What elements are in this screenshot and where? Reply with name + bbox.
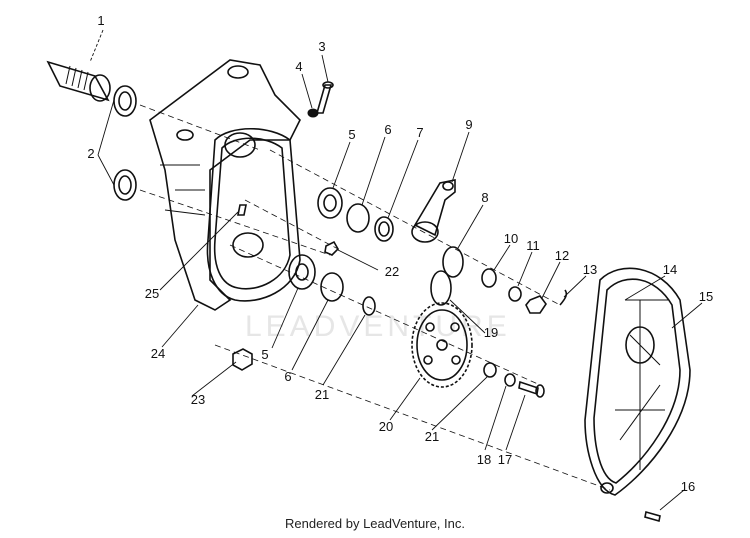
callout-2: 2 [87,146,94,161]
sprocket-part [430,246,464,306]
callout-15: 15 [699,289,713,304]
callout-1: 1 [97,13,104,28]
bolt-part [315,81,334,114]
callout-22: 22 [385,264,399,279]
plug-part [307,108,319,118]
cover-bolt-part [644,510,661,523]
callout-14: 14 [663,262,677,277]
callout-5-upper: 5 [348,127,355,142]
callout-25: 25 [145,286,159,301]
callout-3: 3 [318,39,325,54]
render-credit-footer: Rendered by LeadVenture, Inc. [285,516,465,531]
callout-7: 7 [416,125,423,140]
seal-parts [113,85,137,201]
gearcase-housing [149,59,301,311]
callout-13: 13 [583,262,597,277]
gearcase-cover-part [584,267,691,496]
callout-10: 10 [504,231,518,246]
large-gear-part [411,302,473,388]
inner-fastener-parts [237,204,339,256]
callout-16: 16 [681,479,695,494]
callout-21-lower: 21 [425,429,439,444]
callout-21-upper: 21 [315,387,329,402]
callout-4: 4 [295,59,302,74]
callout-6-upper: 6 [384,122,391,137]
callout-18: 18 [477,452,491,467]
callout-5-lower: 5 [261,347,268,362]
outer-fastener-parts [504,373,545,398]
callout-20: 20 [379,419,393,434]
drain-plug-part [232,348,253,371]
upper-bearing-parts [317,187,394,242]
callout-12: 12 [555,248,569,263]
tensioner-arm-part [411,179,456,243]
centerlines [139,104,611,491]
callout-23: 23 [191,392,205,407]
washer-and-nut-parts [481,268,568,314]
callout-19: 19 [484,325,498,340]
leader-lines [89,29,703,511]
lower-bearing-parts [288,254,344,302]
callout-8: 8 [481,190,488,205]
callout-labels: 1 2 3 4 5 5 6 6 7 8 9 10 11 12 13 14 15 … [87,13,713,494]
callout-17: 17 [498,452,512,467]
callout-11: 11 [526,238,540,253]
shaft-part [46,60,111,102]
washer-21-part [362,296,497,378]
callout-6-lower: 6 [284,369,291,384]
callout-9: 9 [465,117,472,132]
callout-24: 24 [151,346,165,361]
